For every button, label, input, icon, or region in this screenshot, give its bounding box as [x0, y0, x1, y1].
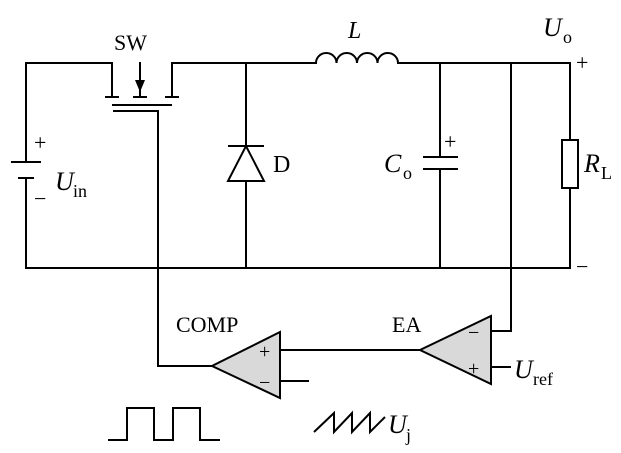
- mosfet-switch: [105, 62, 179, 106]
- comparator-plus-sign: +: [259, 341, 270, 363]
- capacitor-label: C: [384, 149, 402, 178]
- input-voltage-label: U: [55, 167, 76, 196]
- pwm-square-wave: [108, 407, 220, 441]
- error-amplifier: [417, 314, 492, 386]
- output-voltage-subscript: o: [563, 27, 572, 47]
- load-resistor: [561, 62, 579, 269]
- load-subscript: L: [601, 163, 612, 183]
- comparator-minus-sign: −: [259, 372, 270, 394]
- capacitor-plus-sign: +: [444, 129, 456, 154]
- input-source: [11, 62, 41, 269]
- load-label: R: [583, 149, 600, 178]
- output-voltage-label: U: [543, 13, 564, 42]
- reference-subscript: ref: [533, 369, 553, 389]
- comparator-label: COMP: [176, 312, 238, 337]
- mosfet-arrow: [135, 80, 145, 92]
- gate-drive-wire: [113, 110, 213, 367]
- inductor: [315, 52, 399, 64]
- output-capacitor: [423, 62, 458, 269]
- switch-label: SW: [114, 30, 147, 55]
- sawtooth-wave: [313, 410, 386, 435]
- capacitor-subscript: o: [403, 163, 412, 183]
- reference-label: U: [514, 355, 535, 384]
- sawtooth-label: U: [388, 410, 409, 439]
- diode-label: D: [273, 152, 290, 178]
- output-minus-sign: −: [576, 254, 588, 279]
- inductor-label: L: [347, 18, 361, 44]
- input-voltage-subscript: in: [73, 181, 87, 201]
- output-plus-sign: +: [576, 50, 588, 75]
- input-plus-sign: +: [34, 130, 46, 155]
- error-amp-minus-sign: −: [468, 322, 479, 344]
- error-amp-plus-sign: +: [468, 358, 479, 380]
- input-minus-sign: −: [34, 186, 46, 211]
- diode: [226, 62, 266, 269]
- sawtooth-subscript: j: [405, 425, 411, 445]
- error-amp-label: EA: [392, 312, 421, 337]
- comparator: [209, 330, 281, 400]
